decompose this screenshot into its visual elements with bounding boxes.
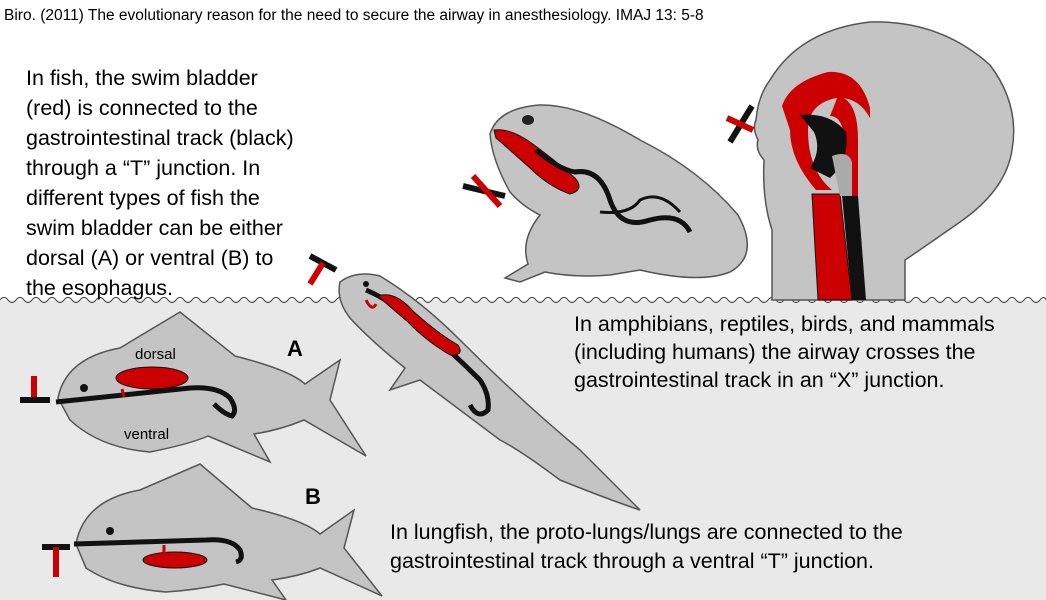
fish-text-line: different types of fish the bbox=[26, 186, 260, 210]
fish-b-figure bbox=[73, 463, 383, 600]
x-junction-icon bbox=[725, 104, 755, 144]
amphibian-description: In amphibians, reptiles, birds, and mamm… bbox=[574, 310, 995, 394]
fish-description: In fish, the swim bladder (red) is conne… bbox=[26, 63, 294, 303]
fish-text-line: through a “T” junction. In bbox=[26, 156, 261, 180]
human-head-figure bbox=[753, 21, 1015, 301]
dorsal-label: dorsal bbox=[135, 346, 176, 363]
ventral-label: ventral bbox=[124, 426, 170, 443]
t-junction-icon bbox=[307, 253, 338, 286]
fish-text-line: In fish, the swim bladder bbox=[26, 66, 258, 90]
citation-author: Biro bbox=[4, 7, 32, 24]
amphibian-text-line: gastrointestinal track in an “X” junctio… bbox=[574, 368, 945, 392]
amphibian-text-line: In amphibians, reptiles, birds, and mamm… bbox=[574, 312, 995, 336]
citation: Biro. (2011) The evolutionary reason for… bbox=[4, 7, 704, 25]
x-junction-icon bbox=[462, 173, 506, 209]
fish-text-line: dorsal (A) or ventral (B) to bbox=[26, 246, 274, 270]
amphibian-text-line: (including humans) the airway crosses th… bbox=[574, 340, 976, 364]
fish-text-line: swim bladder can be either bbox=[26, 216, 283, 240]
lungfish-text-line: gastrointestinal track through a ventral… bbox=[390, 549, 874, 573]
fish-a-label: A bbox=[287, 336, 303, 361]
fish-text-line: (red) is connected to the bbox=[26, 96, 258, 120]
citation-text: . (2011) The evolutionary reason for the… bbox=[31, 7, 704, 24]
lungfish-figure bbox=[338, 273, 641, 511]
lungfish-description: In lungfish, the proto-lungs/lungs are c… bbox=[390, 518, 903, 576]
t-junction-icon bbox=[42, 544, 70, 577]
fish-b-label: B bbox=[305, 484, 321, 509]
t-junction-icon bbox=[20, 376, 50, 403]
fish-text-line: the esophagus. bbox=[26, 276, 174, 300]
fish-text-line: gastrointestinal track (black) bbox=[26, 126, 294, 150]
lungfish-text-line: In lungfish, the proto-lungs/lungs are c… bbox=[390, 520, 903, 544]
fish-a-figure bbox=[55, 311, 367, 464]
frog-figure bbox=[489, 104, 749, 283]
